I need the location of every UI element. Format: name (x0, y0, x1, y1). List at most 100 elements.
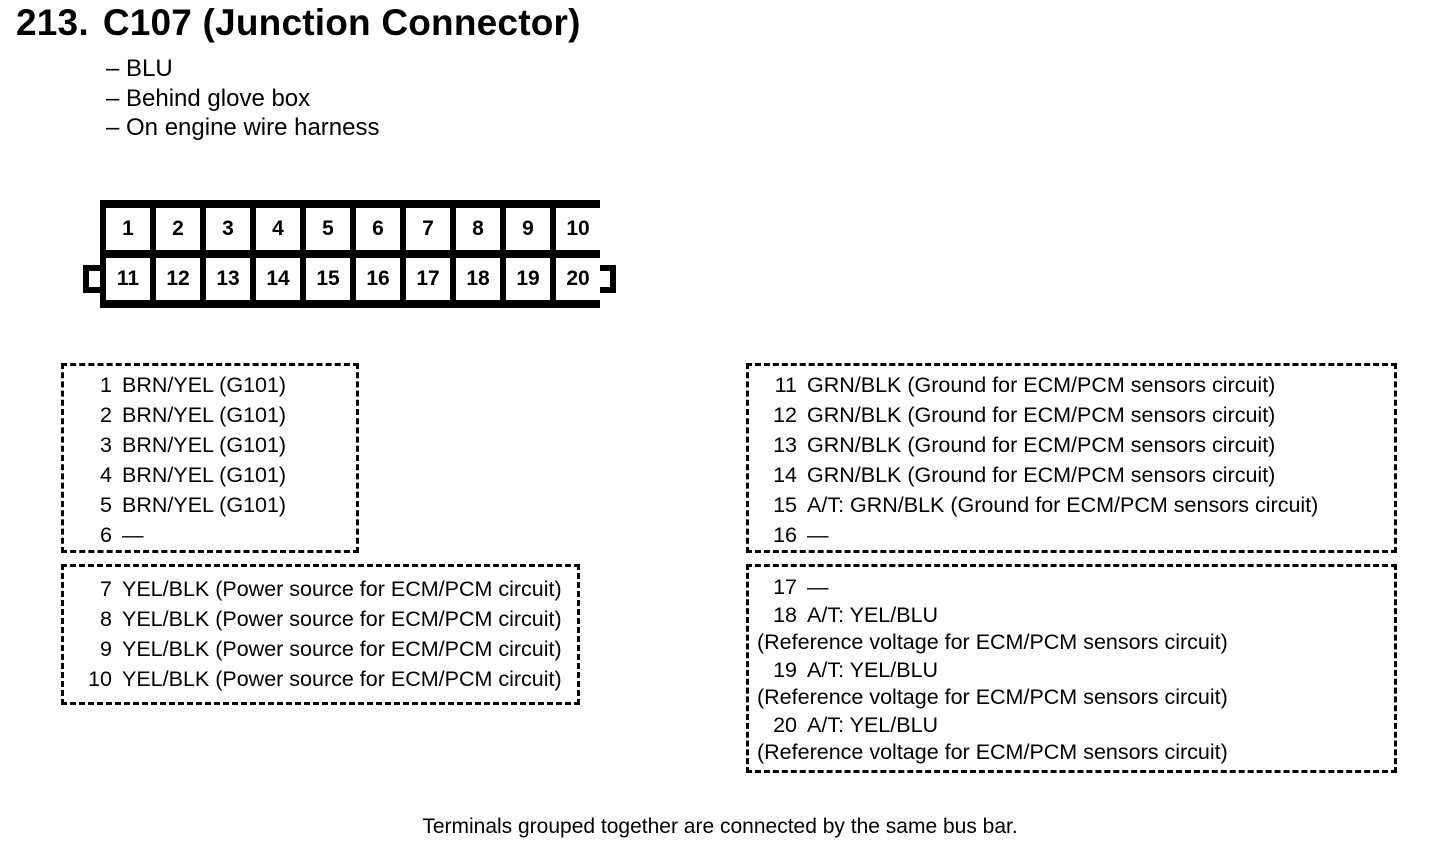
terminal-number: 16 (773, 523, 797, 547)
pin-cavity: 6 (356, 208, 400, 250)
note-harness: – On engine wire harness (106, 114, 380, 141)
terminal-row: 7 YEL/BLK (Power source for ECM/PCM circu… (76, 574, 577, 604)
terminal-wire-description: GRN/BLK (Ground for ECM/PCM sensors circ… (807, 373, 1276, 397)
terminal-wire-description: YEL/BLK (Power source for ECM/PCM circui… (122, 607, 562, 631)
pin-cavity: 2 (156, 208, 200, 250)
pin-cavity: 9 (506, 208, 550, 250)
footer-note: Terminals grouped together are connected… (422, 815, 1018, 838)
terminal-number: 14 (773, 463, 797, 487)
terminal-number: 1 (100, 373, 112, 397)
terminal-wire-description: GRN/BLK (Ground for ECM/PCM sensors circ… (807, 433, 1276, 457)
terminal-wire-description: A/T: GRN/BLK (Ground for ECM/PCM sensors… (807, 493, 1319, 517)
terminal-number: 20 (773, 712, 797, 737)
terminal-wire-description: — (807, 523, 829, 547)
pin-cavity: 10 (556, 208, 600, 250)
terminal-wire-description: A/T: YEL/BLU (807, 602, 939, 627)
terminal-wire-description: A/T: YEL/BLU (807, 657, 939, 682)
terminal-number: 12 (773, 403, 797, 427)
terminal-row: 3 BRN/YEL (G101) (76, 430, 356, 460)
pin-cavity: 19 (506, 258, 550, 300)
pin-cavity: 1 (106, 208, 150, 250)
terminal-circuit-description: (Reference voltage for ECM/PCM sensors c… (757, 630, 1228, 654)
terminal-row: 6— (76, 520, 356, 550)
terminal-number: 5 (100, 493, 112, 517)
terminal-wire-description: A/T: YEL/BLU (807, 712, 939, 737)
terminal-number: 2 (100, 403, 112, 427)
terminal-row: 20 A/T: YEL/BLU (757, 712, 1394, 740)
pin-cavity: 4 (256, 208, 300, 250)
terminal-row: 1 BRN/YEL (G101) (76, 370, 356, 400)
terminal-row: 17 — (757, 574, 1394, 602)
terminal-wire-description: YEL/BLK (Power source for ECM/PCM circui… (122, 637, 562, 661)
terminal-number: 18 (773, 602, 797, 627)
terminal-number: 6 (100, 523, 112, 547)
terminal-number: 10 (88, 667, 112, 691)
terminal-number: 19 (773, 657, 797, 682)
connector-lock-tab-left (83, 265, 100, 293)
terminal-wire-description: BRN/YEL (G101) (122, 463, 287, 487)
terminal-wire-description: YEL/BLK (Power source for ECM/PCM circui… (122, 577, 562, 601)
section-number: 213. (16, 2, 89, 43)
note-color: – BLU (106, 55, 173, 82)
terminal-row: 4 BRN/YEL (G101) (76, 460, 356, 490)
terminal-wire-description: GRN/BLK (Ground for ECM/PCM sensors circ… (807, 403, 1276, 427)
terminal-row: 13 GRN/BLK (Ground for ECM/PCM sensors ci… (757, 430, 1394, 460)
pin-cavity: 18 (456, 258, 500, 300)
terminal-number: 17 (773, 575, 797, 599)
terminal-wire-description: YEL/BLK (Power source for ECM/PCM circui… (122, 667, 562, 691)
terminal-number: 13 (773, 433, 797, 457)
pin-cavity: 17 (406, 258, 450, 300)
pin-cavity: 20 (556, 258, 600, 300)
terminal-wire-description: GRN/BLK (Ground for ECM/PCM sensors circ… (807, 463, 1276, 487)
terminal-row: 15 A/T: GRN/BLK (Ground for ECM/PCM senso… (757, 490, 1394, 520)
connector-title: C107 (Junction Connector) (102, 2, 581, 43)
page-title: 213. C107 (Junction Connector) (16, 2, 581, 44)
terminal-number: 4 (100, 463, 112, 487)
terminal-circuit-description: (Reference voltage for ECM/PCM sensors c… (757, 685, 1228, 709)
terminal-row: 10 YEL/BLK (Power source for ECM/PCM circ… (76, 664, 577, 694)
terminal-wire-description: — (807, 575, 829, 599)
terminal-wire-description: BRN/YEL (G101) (122, 433, 287, 457)
terminal-wire-description: BRN/YEL (G101) (122, 373, 287, 397)
terminal-number: 11 (774, 373, 797, 397)
terminal-row: 9 YEL/BLK (Power source for ECM/PCM circu… (76, 634, 577, 664)
terminal-number: 7 (100, 577, 112, 601)
terminal-row: 8 YEL/BLK (Power source for ECM/PCM circu… (76, 604, 577, 634)
terminal-number: 8 (100, 607, 112, 631)
terminal-row: 19 A/T: YEL/BLU (757, 657, 1394, 685)
note-location: – Behind glove box (106, 84, 311, 112)
pin-cavity: 14 (256, 258, 300, 300)
terminal-row: 5 BRN/YEL (G101) (76, 490, 356, 520)
terminal-row: 2 BRN/YEL (G101) (76, 400, 356, 430)
pin-cavity: 11 (106, 258, 150, 300)
pin-cavity: 7 (406, 208, 450, 250)
pin-cavity: 5 (306, 208, 350, 250)
terminal-row: 16 — (757, 520, 1394, 550)
terminal-number: 15 (773, 493, 797, 517)
terminal-wire-description: — (122, 523, 144, 547)
terminal-number: 3 (100, 433, 112, 457)
pin-cavity: 3 (206, 208, 250, 250)
terminal-number: 9 (100, 637, 112, 661)
pin-cavity: 16 (356, 258, 400, 300)
terminal-row: 11 GRN/BLK (Ground for ECM/PCM sensors ci… (757, 370, 1394, 400)
pin-cavity: 15 (306, 258, 350, 300)
connector-lock-tab-right (599, 265, 616, 293)
terminal-row: 12 GRN/BLK (Ground for ECM/PCM sensors ci… (757, 400, 1394, 430)
terminal-row: 18 A/T: YEL/BLU (757, 602, 1394, 630)
terminal-circuit-description: (Reference voltage for ECM/PCM sensors c… (757, 740, 1228, 764)
terminal-wire-description: BRN/YEL (G101) (122, 493, 287, 517)
terminal-row: 14 GRN/BLK (Ground for ECM/PCM sensors ci… (757, 460, 1394, 490)
pin-cavity: 13 (206, 258, 250, 300)
terminal-wire-description: BRN/YEL (G101) (122, 403, 287, 427)
pin-cavity: 12 (156, 258, 200, 300)
connector-notes: – BLU – Behind glove box – On engine wir… (106, 54, 380, 143)
pin-cavity: 8 (456, 208, 500, 250)
